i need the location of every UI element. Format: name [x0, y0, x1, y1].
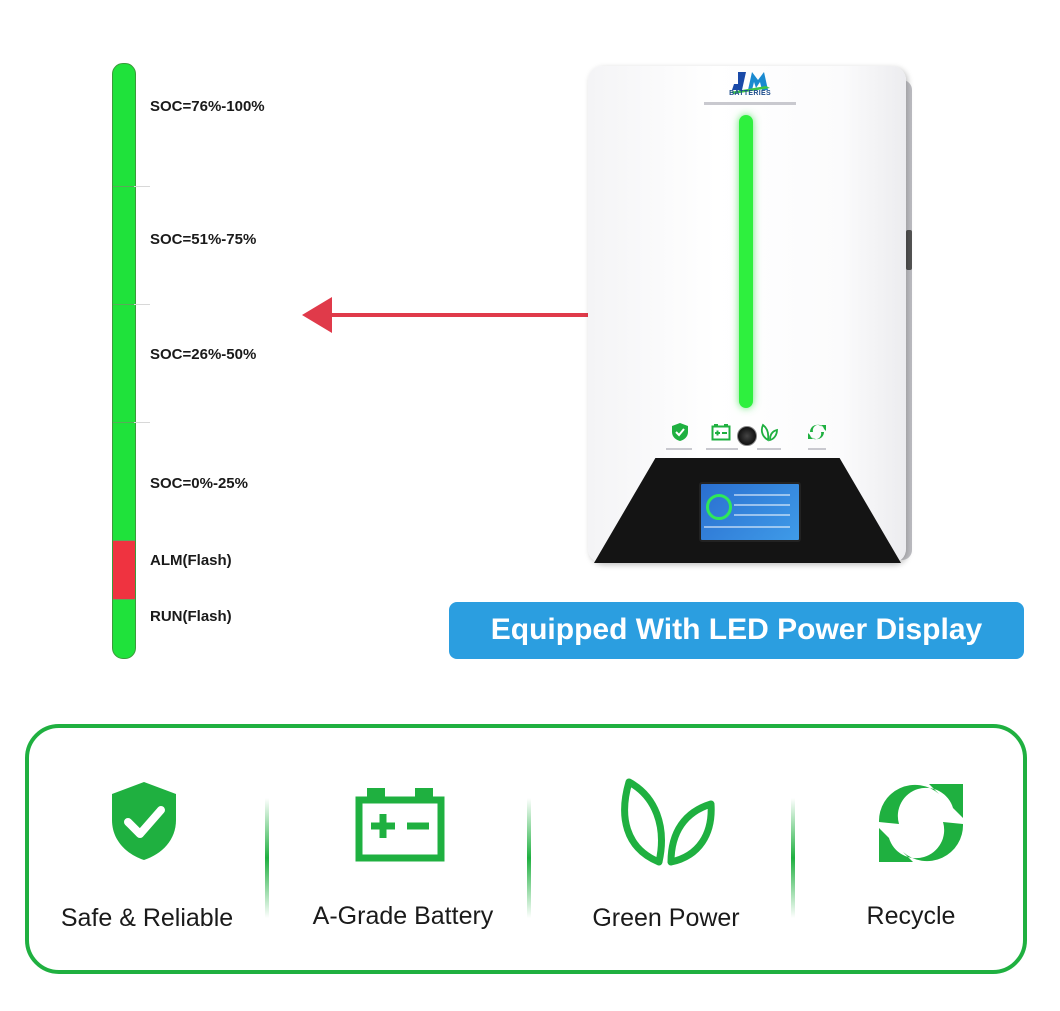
feature-a-grade-battery: A-Grade Battery — [289, 728, 517, 970]
mini-caption — [666, 448, 692, 450]
led-display-caption: Equipped With LED Power Display — [449, 602, 1024, 659]
pointer-arrow-line — [330, 313, 726, 317]
leaf-icon — [760, 423, 778, 442]
shield-check-icon — [112, 782, 176, 860]
mini-caption — [757, 448, 781, 450]
led-run-label: RUN(Flash) — [150, 608, 232, 625]
battery-led-strip — [739, 115, 753, 408]
led-divider — [113, 599, 135, 600]
brand-logo-icon — [730, 72, 770, 94]
feature-recycle: Recycle — [799, 728, 1023, 970]
feature-separator — [791, 798, 795, 918]
pointer-arrow-head — [302, 297, 332, 333]
feature-label: Recycle — [866, 902, 956, 930]
shield-check-icon — [672, 423, 688, 441]
mini-caption — [808, 448, 826, 450]
screen-row — [704, 526, 790, 528]
led-level-label: SOC=26%-50% — [150, 346, 257, 363]
screen-row — [734, 504, 790, 506]
led-level-label: SOC=51%-75% — [150, 231, 257, 248]
screen-row — [734, 494, 790, 496]
led-tick — [134, 186, 150, 187]
led-divider — [113, 304, 135, 305]
mini-caption — [706, 448, 738, 450]
feature-separator — [265, 798, 269, 918]
led-level-label: SOC=0%-25% — [150, 475, 248, 492]
feature-safe-reliable: Safe & Reliable — [29, 728, 265, 970]
led-alarm-label: ALM(Flash) — [150, 552, 232, 569]
screen-row — [734, 514, 790, 516]
led-divider — [113, 422, 135, 423]
led-indicator-bar — [112, 63, 136, 659]
led-level-label: SOC=76%-100% — [150, 98, 265, 115]
screen-soc-ring — [706, 494, 732, 520]
battery-port — [906, 230, 912, 270]
leaf-icon — [621, 778, 715, 866]
features-panel: Safe & Reliable A-Grade Battery Green Po… — [25, 724, 1027, 974]
brand-name: BATTERIES — [729, 90, 771, 97]
led-divider — [113, 540, 135, 541]
led-tick — [134, 422, 150, 423]
recycle-icon — [878, 784, 964, 862]
feature-green-power: Green Power — [549, 728, 783, 970]
feature-label: Green Power — [592, 904, 740, 932]
power-button — [737, 426, 757, 446]
led-tick — [134, 304, 150, 305]
led-segment-alarm — [113, 541, 135, 599]
recycle-icon — [808, 424, 826, 440]
feature-separator — [527, 798, 531, 918]
battery-icon — [711, 424, 731, 441]
model-text-placeholder — [704, 102, 796, 105]
led-divider — [113, 186, 135, 187]
battery-icon — [355, 788, 445, 862]
feature-label: A-Grade Battery — [312, 902, 494, 930]
feature-label: Safe & Reliable — [60, 904, 234, 932]
